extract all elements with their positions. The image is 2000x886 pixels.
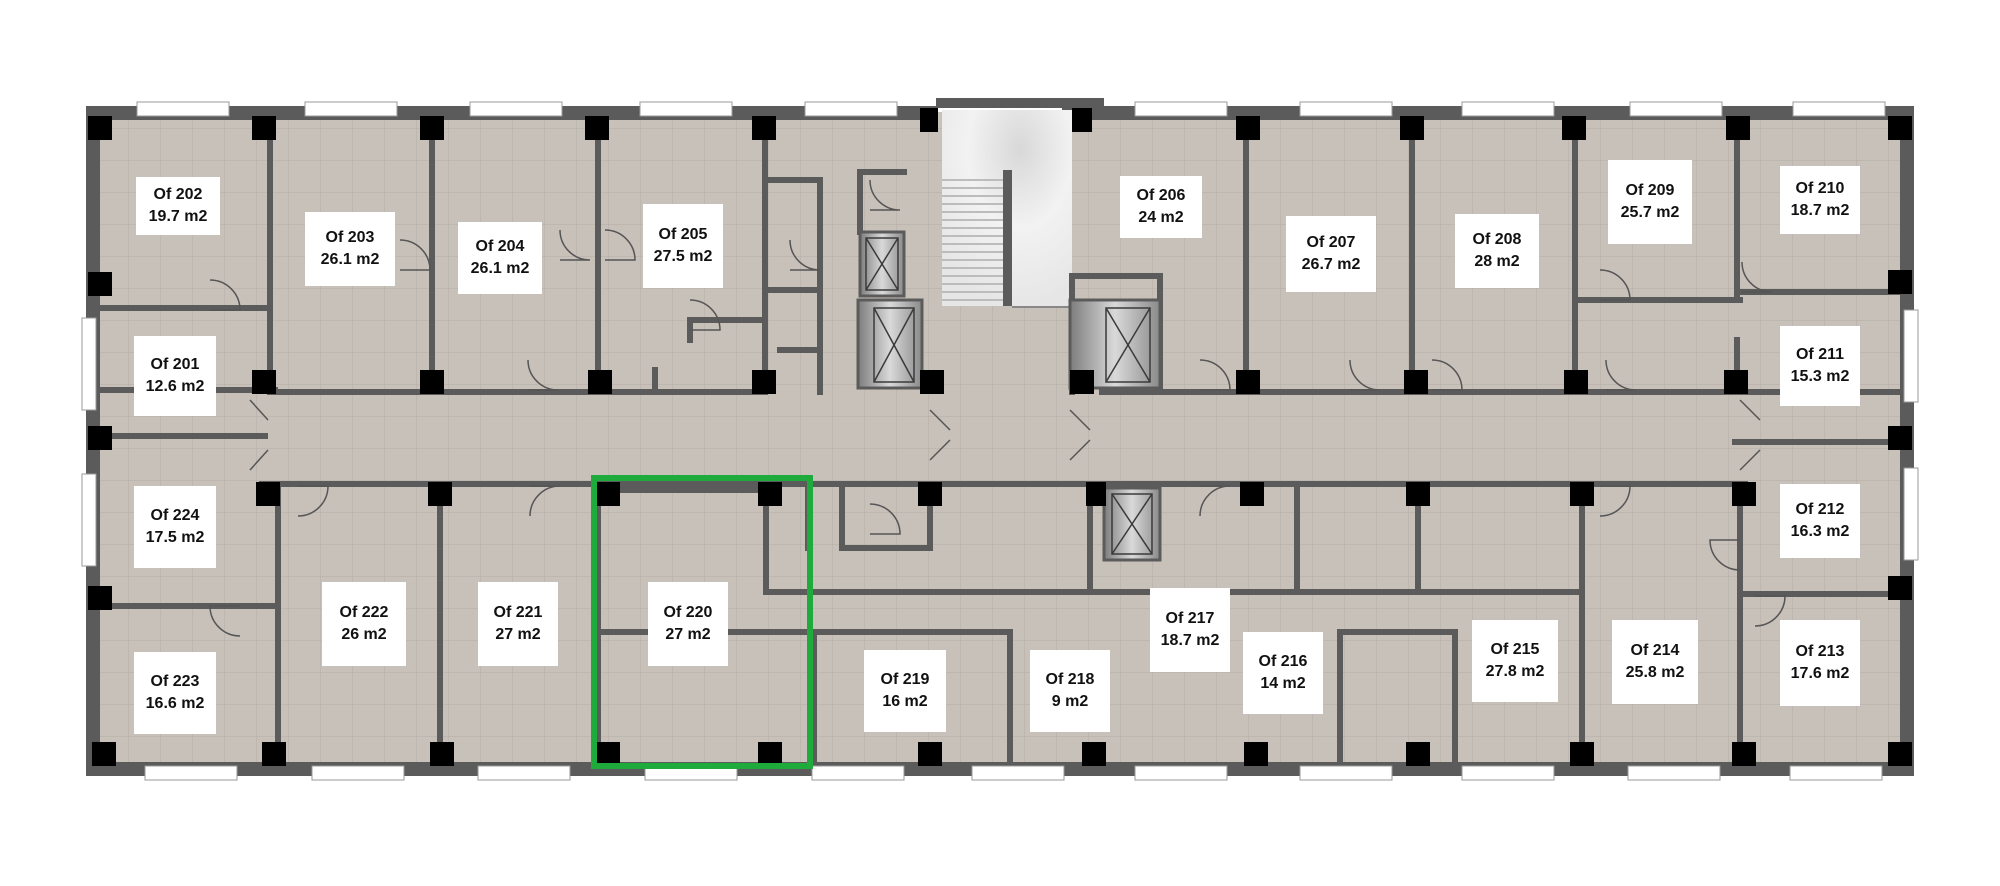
- office-label-of-205[interactable]: Of 205 27.5 m2: [643, 204, 723, 288]
- office-name: Of 216: [1258, 653, 1308, 670]
- office-label-of-214[interactable]: Of 214 25.8 m2: [1612, 620, 1698, 704]
- office-label-of-219[interactable]: Of 219 16 m2: [864, 650, 946, 732]
- office-name: Of 211: [1795, 346, 1845, 363]
- office-label-of-222[interactable]: Of 222 26 m2: [322, 582, 406, 666]
- office-name: Of 219: [880, 671, 930, 688]
- office-area: 27 m2: [665, 626, 711, 643]
- office-name: Of 209: [1625, 182, 1675, 199]
- office-area: 26.1 m2: [470, 260, 530, 277]
- office-area: 12.6 m2: [145, 378, 205, 395]
- selected-office-highlight: [591, 475, 813, 769]
- office-name: Of 206: [1136, 187, 1186, 204]
- office-area: 28 m2: [1474, 253, 1520, 270]
- office-area: 27.8 m2: [1485, 663, 1545, 680]
- office-name: Of 223: [150, 673, 200, 690]
- office-area: 27.5 m2: [653, 248, 713, 265]
- office-area: 25.7 m2: [1620, 204, 1680, 221]
- office-label-of-212[interactable]: Of 212 16.3 m2: [1780, 484, 1860, 558]
- office-name: Of 218: [1045, 671, 1095, 688]
- office-name: Of 214: [1630, 642, 1680, 659]
- office-area: 19.7 m2: [148, 208, 208, 225]
- office-area: 17.6 m2: [1790, 665, 1850, 682]
- office-label-of-223[interactable]: Of 223 16.6 m2: [134, 652, 216, 734]
- office-area: 25.8 m2: [1625, 664, 1685, 681]
- office-name: Of 207: [1306, 234, 1356, 251]
- office-area: 18.7 m2: [1790, 202, 1850, 219]
- office-label-of-210[interactable]: Of 210 18.7 m2: [1780, 166, 1860, 234]
- office-label-of-204[interactable]: Of 204 26.1 m2: [458, 222, 542, 294]
- office-name: Of 220: [663, 604, 713, 621]
- office-label-of-209[interactable]: Of 209 25.7 m2: [1608, 160, 1692, 244]
- office-name: Of 217: [1165, 610, 1215, 627]
- office-area: 16.6 m2: [145, 695, 205, 712]
- office-name: Of 224: [150, 507, 200, 524]
- office-label-of-203[interactable]: Of 203 26.1 m2: [305, 212, 395, 286]
- office-label-of-216[interactable]: Of 216 14 m2: [1243, 632, 1323, 714]
- stairwell: [942, 110, 1072, 308]
- office-label-of-215[interactable]: Of 215 27.8 m2: [1472, 620, 1558, 702]
- office-name: Of 201: [150, 356, 200, 373]
- office-area: 26.7 m2: [1301, 256, 1361, 273]
- office-area: 9 m2: [1051, 693, 1089, 710]
- office-label-of-201[interactable]: Of 201 12.6 m2: [134, 336, 216, 416]
- office-name: Of 204: [475, 238, 525, 255]
- office-area: 17.5 m2: [145, 529, 205, 546]
- office-name: Of 221: [493, 604, 543, 621]
- office-label-of-213[interactable]: Of 213 17.6 m2: [1780, 620, 1860, 706]
- office-name: Of 213: [1795, 643, 1845, 660]
- office-label-of-207[interactable]: Of 207 26.7 m2: [1286, 216, 1376, 292]
- office-area: 14 m2: [1260, 675, 1306, 692]
- office-label-of-221[interactable]: Of 221 27 m2: [478, 582, 558, 666]
- office-name: Of 202: [153, 186, 203, 203]
- pillars: [88, 108, 1912, 766]
- office-label-of-218[interactable]: Of 218 9 m2: [1030, 650, 1110, 732]
- office-label-of-211[interactable]: Of 211 15.3 m2: [1780, 326, 1860, 406]
- office-area: 18.7 m2: [1160, 632, 1220, 649]
- office-name: Of 222: [339, 604, 389, 621]
- office-label-of-206[interactable]: Of 206 24 m2: [1120, 176, 1202, 238]
- office-name: Of 208: [1472, 231, 1522, 248]
- office-name: Of 203: [325, 229, 375, 246]
- office-name: Of 205: [658, 226, 708, 243]
- office-label-of-202[interactable]: Of 202 19.7 m2: [136, 177, 220, 235]
- doors: [209, 179, 1786, 637]
- office-label-of-220[interactable]: Of 220 27 m2: [648, 582, 728, 666]
- office-area: 15.3 m2: [1790, 368, 1850, 385]
- office-label-of-208[interactable]: Of 208 28 m2: [1455, 214, 1539, 288]
- office-area: 26 m2: [341, 626, 387, 643]
- office-label-of-217[interactable]: Of 217 18.7 m2: [1150, 588, 1230, 672]
- office-area: 27 m2: [495, 626, 541, 643]
- office-area: 16 m2: [882, 693, 928, 710]
- lifts: [856, 230, 1162, 562]
- office-name: Of 212: [1795, 501, 1845, 518]
- office-area: 16.3 m2: [1790, 523, 1850, 540]
- office-area: 26.1 m2: [320, 251, 380, 268]
- office-name: Of 210: [1795, 180, 1845, 197]
- windows: [81, 101, 1919, 781]
- office-area: 24 m2: [1138, 209, 1184, 226]
- office-label-of-224[interactable]: Of 224 17.5 m2: [134, 486, 216, 568]
- office-name: Of 215: [1490, 641, 1540, 658]
